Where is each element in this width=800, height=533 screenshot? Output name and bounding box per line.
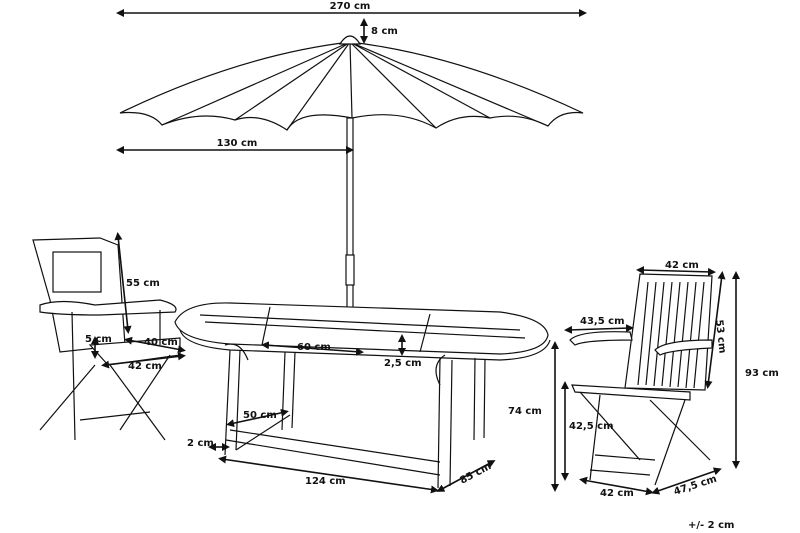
total-height-label: 93 cm <box>745 368 779 379</box>
dimension-lines <box>91 9 740 496</box>
seat-depth-label: 40 cm <box>144 337 178 348</box>
table-extension-label: 60 cm <box>297 342 331 353</box>
leg-span-label: 50 cm <box>243 410 277 421</box>
umbrella <box>119 35 584 329</box>
back-width-label: 42 cm <box>665 260 699 271</box>
table-top-thickness-label: 2,5 cm <box>384 358 422 369</box>
arm-width-label: 43,5 cm <box>580 316 625 327</box>
umbrella-width-label: 270 cm <box>330 1 371 12</box>
back-height-label: 53 cm <box>713 319 727 354</box>
tolerance-label: +/- 2 cm <box>688 520 734 531</box>
leg-thickness-label: 2 cm <box>187 438 214 449</box>
table-height-label: 74 cm <box>508 406 542 417</box>
seat-height-label: 42,5 cm <box>569 421 614 432</box>
right-chair <box>569 273 713 486</box>
cushion-thickness-label: 5 cm <box>85 334 112 345</box>
seat-width-label: 42 cm <box>128 361 162 372</box>
umbrella-radius-label: 130 cm <box>217 138 258 149</box>
table-width-label: 85 cm <box>458 461 493 487</box>
umbrella-top-label: 8 cm <box>371 26 398 37</box>
base-width-label: 42 cm <box>600 488 634 499</box>
backrest-height-label: 55 cm <box>126 278 160 289</box>
table-length-label: 124 cm <box>305 476 346 487</box>
